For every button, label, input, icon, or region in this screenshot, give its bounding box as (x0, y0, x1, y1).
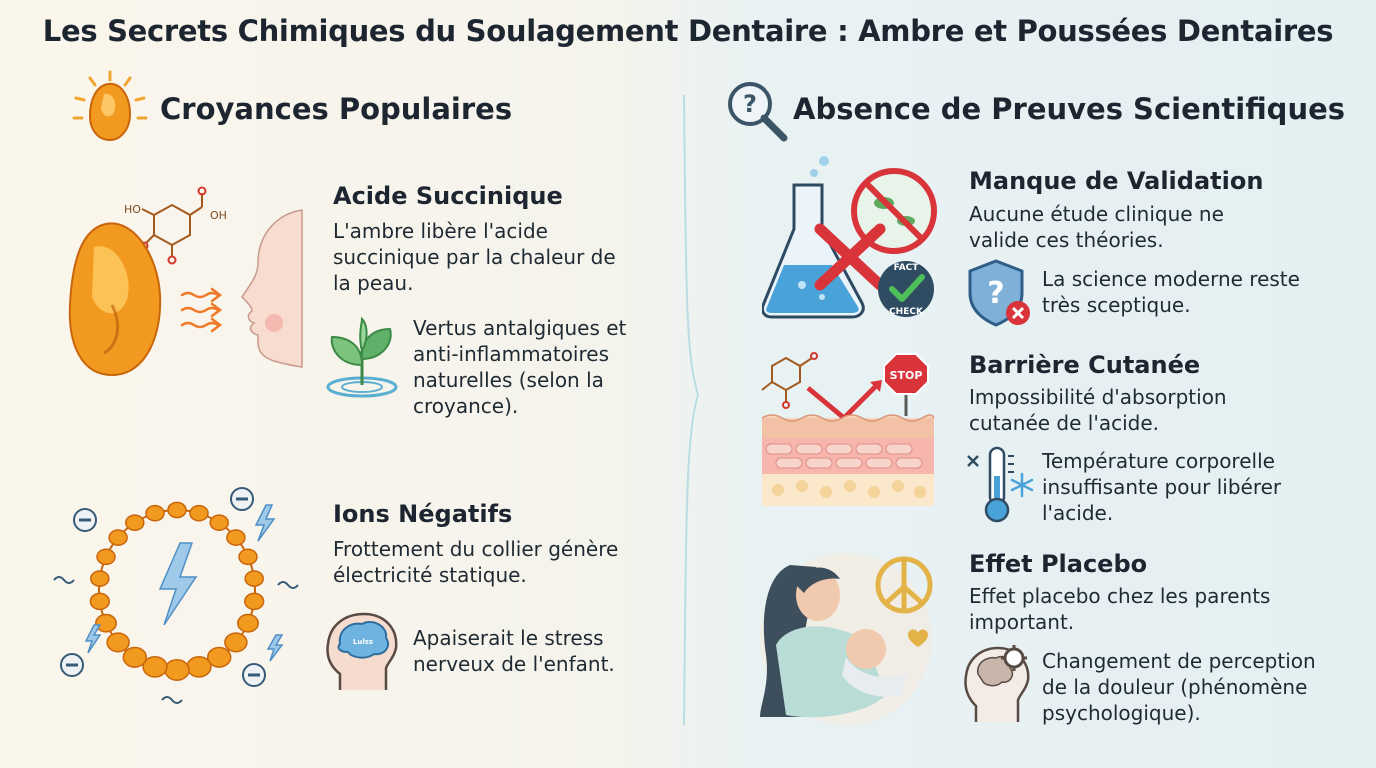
section-title-barriere-cutanee: Barrière Cutanée (969, 351, 1201, 379)
necklace-bead (244, 570, 264, 587)
section-sub-barriere-cutanee: Température corporelle insuffisante pour… (1042, 449, 1282, 525)
necklace-bead (90, 570, 110, 587)
section-sub-manque-validation: La science moderne reste très sceptique. (1042, 267, 1300, 317)
necklace-bead (106, 632, 130, 653)
leaf-icon (322, 315, 402, 403)
section-text-ions-negatifs: Frottement du collier génère électricité… (333, 537, 619, 587)
necklace-bead (145, 504, 165, 522)
necklace-bead (186, 655, 212, 678)
necklace-bead (209, 514, 229, 532)
section-text-acide-succinique: L'ambre libère l'acide succinique par la… (333, 219, 616, 295)
necklace-bead (224, 632, 248, 653)
necklace-bead (226, 529, 246, 546)
necklace-bead (164, 659, 190, 681)
mother-child-illustration (756, 545, 941, 725)
necklace-bead (142, 655, 168, 678)
necklace-bead (125, 514, 145, 532)
necklace-bead (122, 646, 148, 668)
stop-sign-label: STOP (890, 369, 923, 382)
amber-necklace-illustration (52, 485, 302, 710)
necklace-bead (237, 613, 259, 633)
svg-text:?: ? (743, 90, 757, 118)
section-title-manque-validation: Manque de Validation (969, 167, 1264, 195)
left-column-heading: Croyances Populaires (160, 92, 513, 126)
head-gear-icon (962, 644, 1036, 724)
necklace-bead (108, 529, 128, 546)
section-text-barriere-cutanee: Impossibilité d'absorption cutanée de l'… (969, 385, 1227, 435)
badge-fact: FACT (894, 263, 920, 273)
necklace-bead (189, 504, 209, 522)
necklace-bead (238, 548, 258, 566)
brain-head-icon: Lulss (322, 610, 402, 694)
flask-fact-check-illustration: FACT CHECK (762, 155, 942, 323)
right-column-heading: Absence de Preuves Scientifiques (793, 92, 1346, 126)
shield-question-icon: ? (966, 257, 1034, 329)
section-title-acide-succinique: Acide Succinique (333, 182, 563, 210)
section-title-effet-placebo: Effet Placebo (969, 550, 1148, 578)
brain-label: Lulss (353, 638, 373, 646)
section-sub-effet-placebo: Changement de perception de la douleur (… (1042, 649, 1316, 725)
section-text-manque-validation: Aucune étude clinique ne valide ces théo… (969, 202, 1224, 252)
molecule-label-ho: HO (124, 203, 141, 216)
amber-face-illustration: HO OH (62, 185, 312, 385)
necklace-bead (244, 592, 265, 611)
section-sub-ions-negatifs: Apaiserait le stress nerveux de l'enfant… (413, 626, 615, 676)
necklace-bead (167, 501, 187, 519)
section-title-ions-negatifs: Ions Négatifs (333, 500, 513, 528)
page-title: Les Secrets Chimiques du Soulagement Den… (42, 14, 1334, 48)
necklace-bead (206, 646, 232, 668)
necklace-bead (96, 548, 116, 566)
section-sub-acide-succinique: Vertus antalgiques et anti-inflammatoire… (413, 316, 627, 418)
section-text-effet-placebo: Effet placebo chez les parents important… (969, 584, 1271, 634)
thermometer-icon (964, 444, 1040, 524)
svg-text:?: ? (987, 276, 1004, 311)
skin-barrier-illustration: STOP (758, 350, 938, 512)
molecule-label-oh: OH (210, 209, 227, 222)
column-divider (682, 95, 700, 725)
necklace-bead (95, 613, 117, 633)
necklace-bead (89, 592, 110, 611)
badge-check: CHECK (889, 307, 924, 317)
magnifier-question-icon: ? (724, 78, 790, 144)
amber-gem-icon (68, 68, 152, 148)
